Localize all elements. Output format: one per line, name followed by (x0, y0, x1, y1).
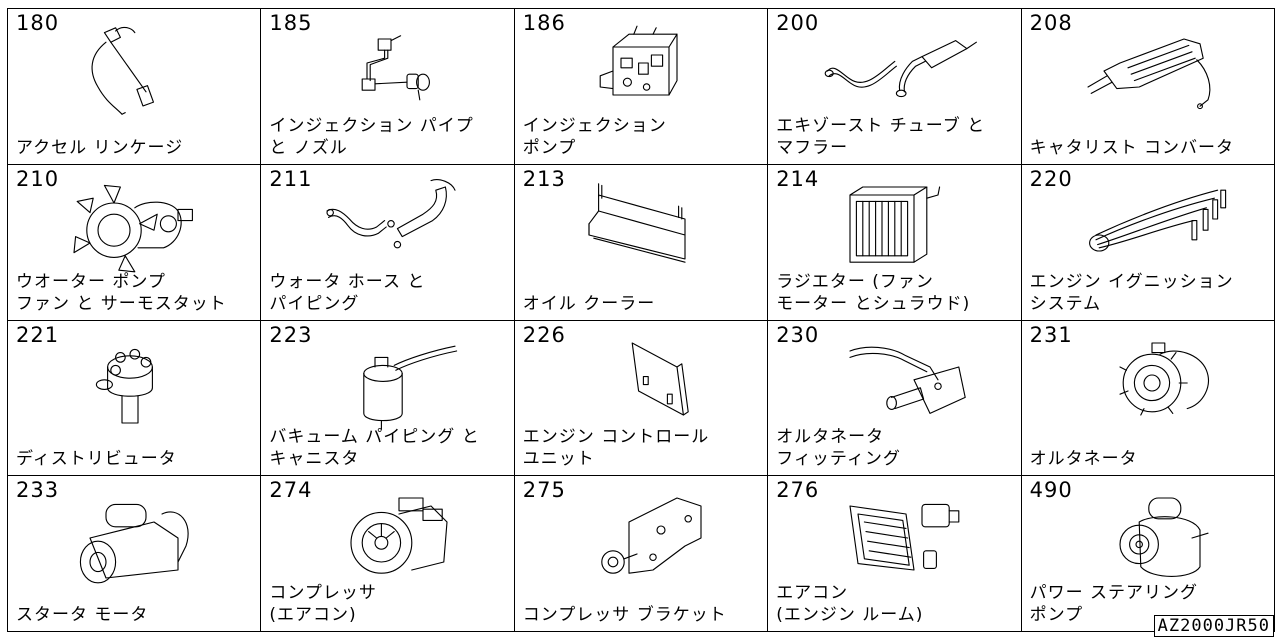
part-name: コンプレッサ ブラケット (522, 605, 727, 625)
part-code: 213 (522, 166, 566, 191)
part-code: 276 (776, 478, 820, 503)
part-name: ディストリビュータ (16, 449, 177, 470)
accelerator-linkage-icon (58, 15, 218, 127)
injection-pipe-nozzle-icon (311, 15, 471, 127)
part-cell-276[interactable]: 276 エアコン (エンジン ルーム) (768, 476, 1022, 632)
part-name: ラジエター (ファン モーター とシュラウド) (776, 271, 971, 314)
injection-pump-icon (565, 15, 725, 127)
part-code: 223 (269, 322, 313, 347)
part-name: エアコン (エンジン ルーム) (776, 583, 924, 625)
part-cell-223[interactable]: 223 バキューム パイピング と キャニスタ (261, 320, 515, 477)
compressor-bracket-icon (565, 482, 725, 594)
part-code: 490 (1029, 478, 1073, 503)
part-cell-233[interactable]: 233 スタータ モータ (8, 476, 262, 632)
part-cell-226[interactable]: 226 エンジン コントロール ユニット (514, 320, 769, 477)
part-name: エンジン イグニッション システム (1029, 271, 1234, 314)
oil-cooler-icon (565, 171, 725, 283)
reference-code: AZ2000JR50 (1153, 615, 1274, 637)
part-code: 220 (1029, 166, 1073, 191)
part-code: 180 (16, 11, 60, 35)
part-cell-186[interactable]: 186 インジェクション ポンプ (514, 9, 769, 165)
part-name: アクセル リンケージ (16, 137, 184, 158)
part-cell-490[interactable]: 490 パワー ステアリング ポンプ (1021, 476, 1275, 632)
part-code: 200 (776, 11, 820, 35)
part-name: キャタリスト コンバータ (1029, 137, 1234, 158)
alternator-fitting-icon (818, 327, 978, 439)
part-code: 230 (776, 322, 820, 347)
part-cell-208[interactable]: 208 キャタリスト コンバータ (1021, 9, 1275, 165)
part-cell-275[interactable]: 275 コンプレッサ ブラケット (514, 476, 769, 632)
part-code: 275 (522, 478, 566, 503)
part-name: オルタネータ (1029, 449, 1138, 470)
starter-motor-icon (58, 482, 218, 594)
part-cell-211[interactable]: 211 ウォータ ホース と パイピング (261, 164, 515, 321)
part-code: 208 (1029, 11, 1073, 35)
water-pump-fan-icon (58, 171, 218, 283)
distributor-icon (58, 327, 218, 439)
part-code: 221 (16, 322, 60, 347)
part-cell-185[interactable]: 185 インジェクション パイプ と ノズル (261, 9, 515, 165)
ignition-system-icon (1072, 171, 1232, 283)
water-hose-icon (311, 171, 471, 283)
part-name: インジェクション ポンプ (522, 115, 667, 158)
part-code: 185 (269, 11, 313, 35)
control-unit-icon (565, 327, 725, 439)
radiator-icon (818, 171, 978, 283)
part-cell-213[interactable]: 213 オイル クーラー (514, 164, 769, 321)
part-code: 226 (522, 322, 566, 347)
vacuum-canister-icon (311, 327, 471, 439)
part-name: オルタネータ フィッティング (776, 427, 901, 470)
alternator-icon (1072, 327, 1232, 439)
part-name: バキューム パイピング と キャニスタ (269, 427, 480, 470)
part-name: コンプレッサ (エアコン) (269, 583, 377, 625)
part-name: エンジン コントロール ユニット (522, 427, 710, 470)
part-cell-214[interactable]: 214 ラジエター (ファン モーター とシュラウド) (768, 164, 1022, 321)
catalytic-converter-icon (1072, 15, 1232, 127)
part-name: インジェクション パイプ と ノズル (269, 115, 474, 158)
part-code: 233 (16, 478, 60, 503)
part-name: スタータ モータ (16, 605, 149, 625)
part-name: ウォータ ホース と パイピング (269, 271, 426, 314)
power-steering-pump-icon (1072, 482, 1232, 594)
part-cell-220[interactable]: 220 エンジン イグニッション システム (1021, 164, 1275, 321)
part-code: 186 (522, 11, 566, 35)
part-code: 214 (776, 166, 820, 191)
exhaust-tube-muffler-icon (818, 15, 978, 127)
part-cell-210[interactable]: 210 ウオーター ポンプ ファン と サーモスタット (8, 164, 262, 321)
part-code: 211 (269, 166, 313, 191)
part-code: 210 (16, 166, 60, 191)
compressor-icon (311, 482, 471, 594)
part-name: パワー ステアリング ポンプ (1029, 583, 1198, 625)
part-cell-180[interactable]: 180 アクセル リンケージ (8, 9, 262, 165)
part-cell-230[interactable]: 230 オルタネータ フィッティング (768, 320, 1022, 477)
part-code: 274 (269, 478, 313, 503)
part-name: ウオーター ポンプ ファン と サーモスタット (16, 271, 227, 314)
part-code: 231 (1029, 322, 1073, 347)
part-name: エキゾースト チューブ と マフラー (776, 115, 986, 158)
part-cell-200[interactable]: 200 エキゾースト チューブ と マフラー (768, 9, 1022, 165)
part-cell-231[interactable]: 231 オルタネータ (1021, 320, 1275, 477)
part-cell-274[interactable]: 274 コンプレッサ (エアコン) (261, 476, 515, 632)
part-cell-221[interactable]: 221 ディストリビュータ (8, 320, 262, 477)
parts-grid: 180 アクセル リンケージ 185 インジェクション パイプ と ノズル 186 インジ… (7, 8, 1275, 632)
part-name: オイル クーラー (522, 293, 656, 314)
ac-engine-room-icon (818, 482, 978, 594)
